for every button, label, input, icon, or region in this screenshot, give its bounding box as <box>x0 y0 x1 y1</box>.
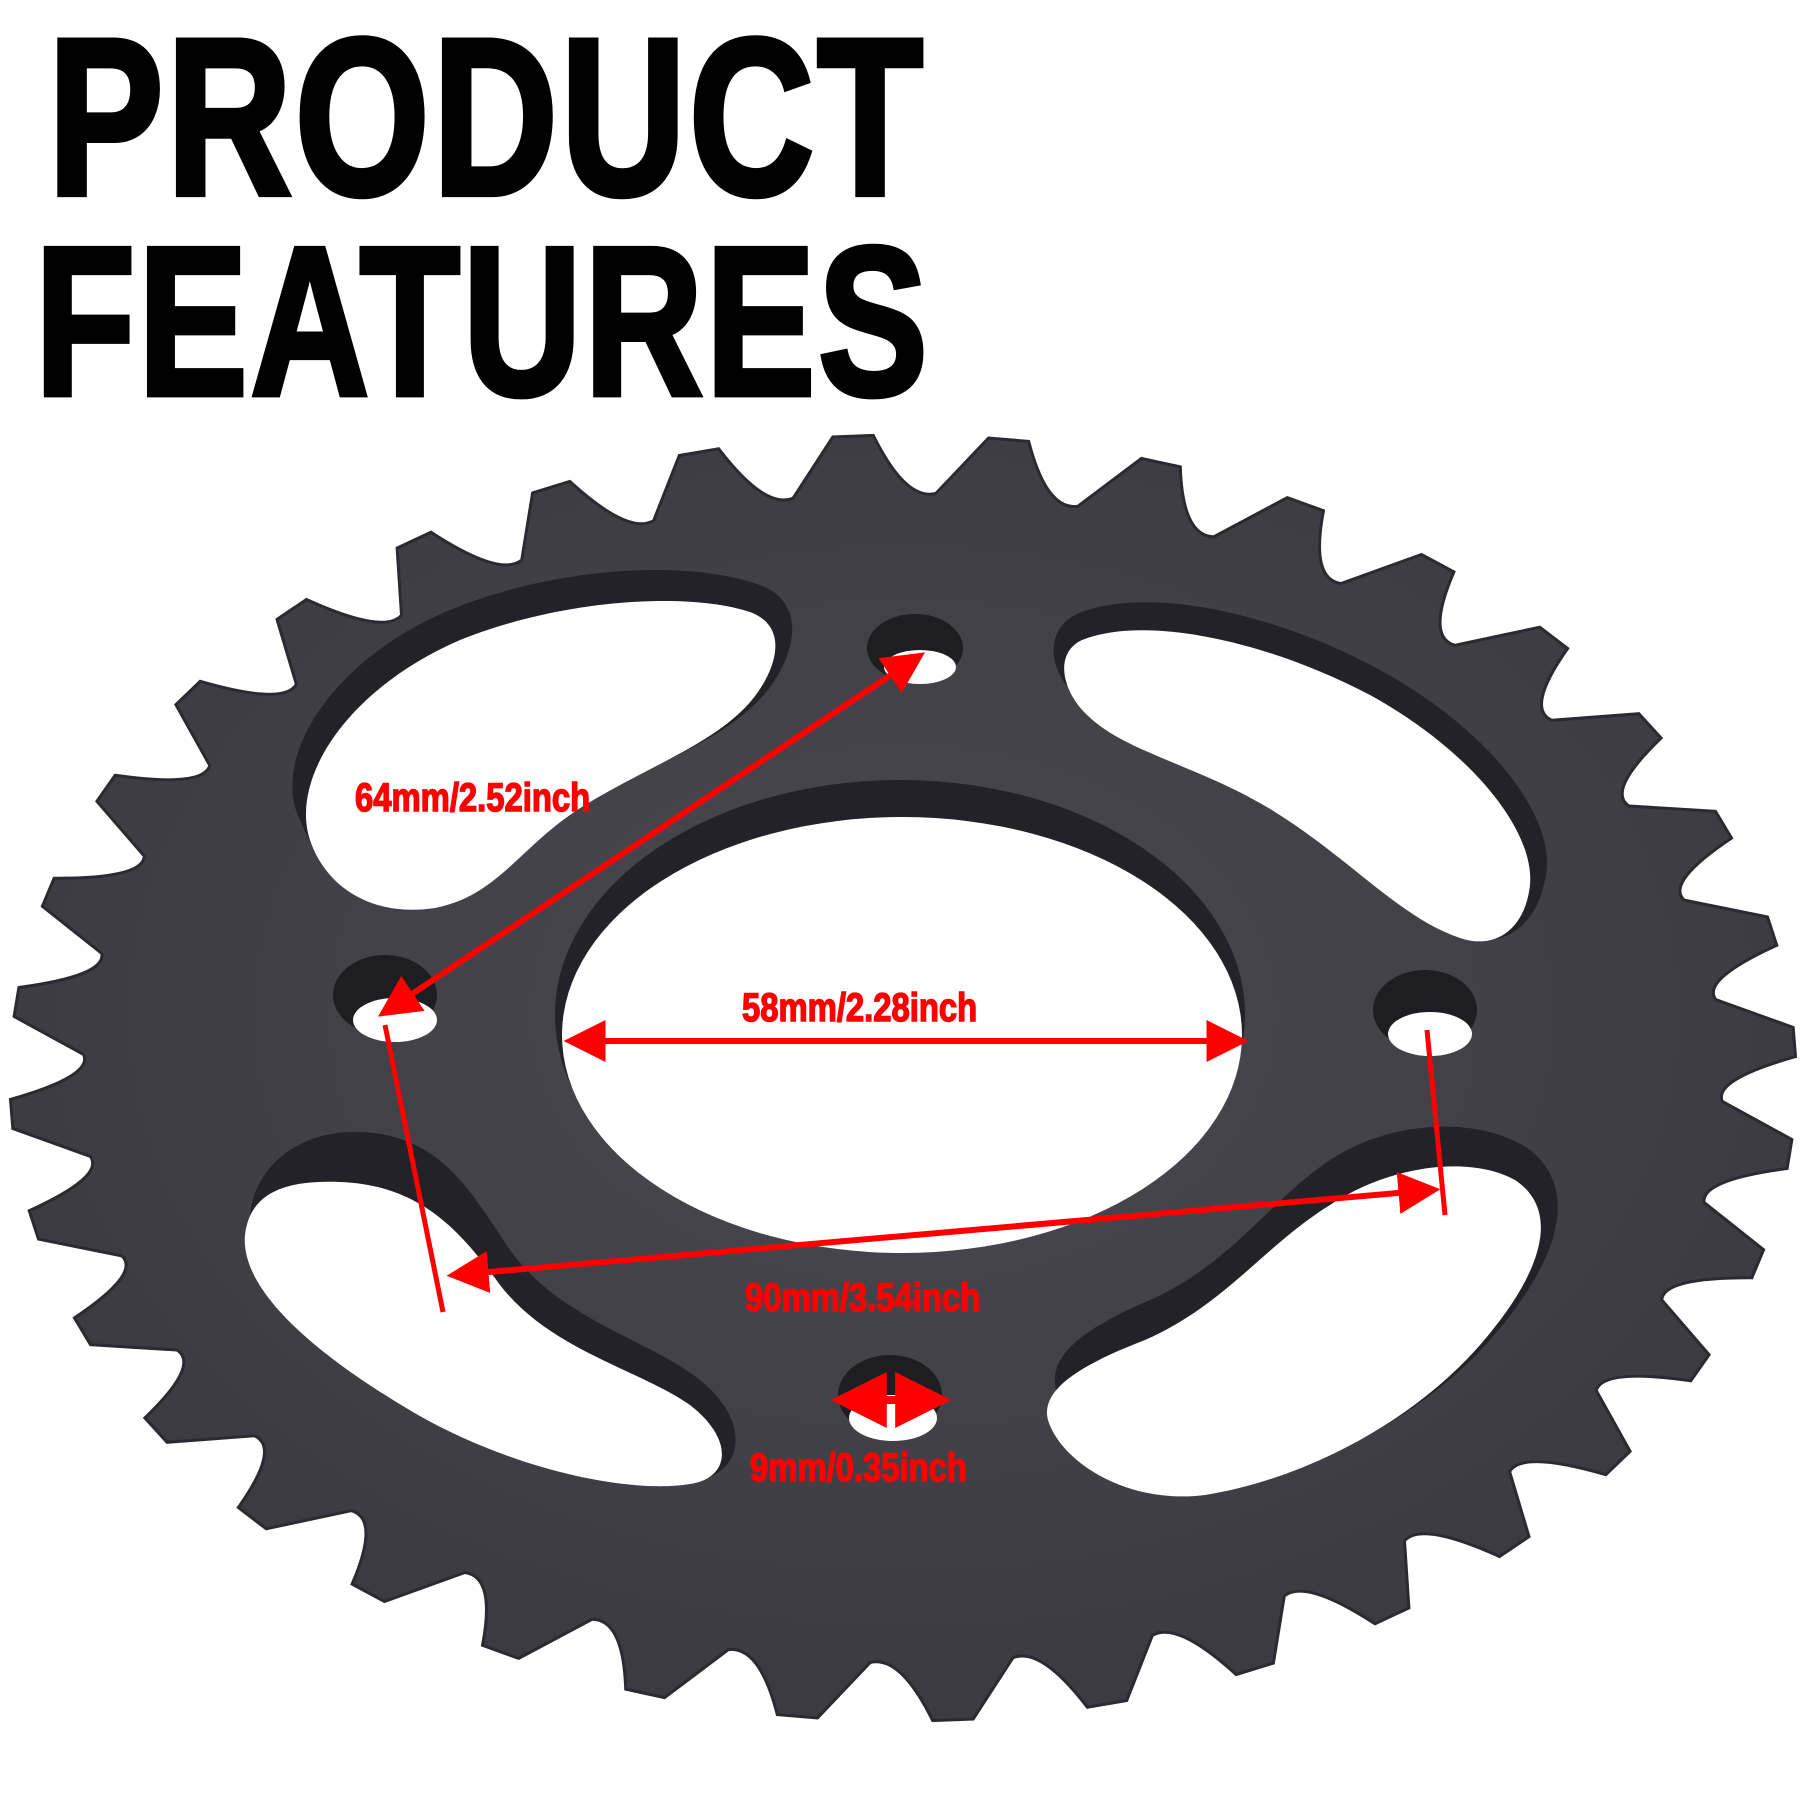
dim-arrow-64mm <box>378 652 925 1017</box>
cutout-lower-left <box>244 1181 722 1487</box>
dim-extension-right <box>1424 1029 1448 1216</box>
dim-arrow-90mm <box>446 1171 1441 1294</box>
dimension-label-64mm: 64mm/2.52inch <box>354 776 591 820</box>
dimension-annotations <box>378 652 1448 1428</box>
title-line-features: FEATURES <box>33 203 931 441</box>
center-bore <box>562 817 1242 1253</box>
bolt-hole-top <box>884 650 956 684</box>
cutout-upper-right <box>1064 630 1531 942</box>
dimension-label-58mm: 58mm/2.28inch <box>741 986 978 1030</box>
dimension-label-90mm: 90mm/3.54inch <box>744 1276 981 1320</box>
title-line-product: PRODUCT <box>46 0 927 243</box>
dimension-label-9mm: 9mm/0.35inch <box>749 1446 967 1490</box>
bolt-hole-right <box>1388 1012 1472 1056</box>
dim-extension-left <box>382 1024 446 1313</box>
